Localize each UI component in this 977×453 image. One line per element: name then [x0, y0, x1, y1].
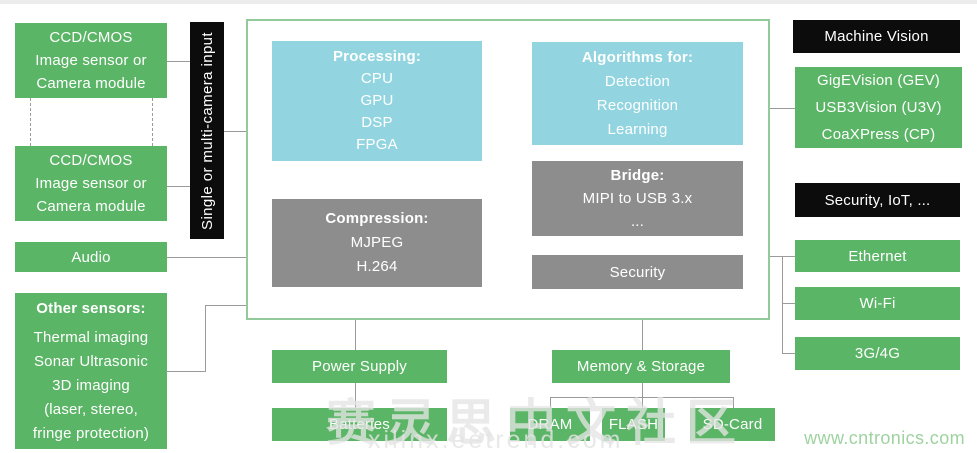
security-box: Security — [532, 255, 743, 289]
connector-wifi-branch — [782, 303, 795, 304]
top-edge-strip — [0, 0, 977, 4]
camera-module-box-2: CCD/CMOS Image sensor or Camera module — [15, 146, 167, 221]
connector-power-batteries — [355, 383, 356, 408]
connector-memory-trunk — [642, 383, 643, 397]
flash-box: FLASH — [602, 408, 665, 441]
connector-dram-drop — [550, 397, 551, 408]
power-supply-label: Power Supply — [312, 358, 407, 375]
compression-item-mjpeg: MJPEG — [350, 234, 404, 251]
interface-gigevision: GigEVision (GEV) — [817, 72, 940, 89]
compression-title: Compression: — [325, 210, 429, 227]
connector-camera1-bar — [167, 61, 190, 62]
batteries-label: Batteries — [329, 416, 390, 433]
algorithms-box: Algorithms for: Detection Recognition Le… — [532, 42, 743, 145]
machine-vision-header-label: Machine Vision — [824, 28, 929, 45]
cellular-label: 3G/4G — [854, 345, 901, 362]
wifi-label: Wi-Fi — [859, 295, 896, 312]
other-sensors-line2: Sonar Ultrasonic — [33, 352, 149, 370]
connector-flash-drop — [642, 397, 643, 408]
connector-main-memory — [642, 320, 643, 350]
bridge-box: Bridge: MIPI to USB 3.x ... — [532, 161, 743, 236]
connector-othersensors-v — [205, 305, 206, 372]
power-supply-box: Power Supply — [272, 350, 447, 383]
processing-item-cpu: CPU — [360, 70, 394, 87]
other-sensors-title: Other sensors: — [36, 299, 146, 317]
audio-box: Audio — [15, 242, 167, 272]
sdcard-box: SD-Card — [690, 408, 775, 441]
camera-input-bar-label: Single or multi-camera input — [198, 31, 216, 230]
processing-box: Processing: CPU GPU DSP FPGA — [272, 41, 482, 161]
algorithms-title: Algorithms for: — [581, 48, 694, 66]
other-sensors-line5: fringe protection) — [32, 424, 150, 442]
memory-storage-box: Memory & Storage — [552, 350, 730, 383]
flash-label: FLASH — [608, 416, 659, 433]
security-iot-header: Security, IoT, ... — [795, 183, 960, 217]
algorithms-item-learning: Learning — [607, 120, 668, 138]
interface-coaxpress: CoaXPress (CP) — [821, 126, 936, 143]
sdcard-label: SD-Card — [702, 416, 763, 433]
algorithms-item-recognition: Recognition — [596, 96, 679, 114]
cellular-box: 3G/4G — [795, 337, 960, 370]
compression-item-h264: H.264 — [356, 258, 398, 275]
bridge-item-more: ... — [630, 213, 645, 230]
dram-box: DRAM — [510, 408, 590, 441]
bridge-item-mipi: MIPI to USB 3.x — [582, 190, 693, 207]
processing-title: Processing: — [332, 48, 422, 65]
connector-bar-main — [224, 131, 246, 132]
camera1-line1: CCD/CMOS — [49, 29, 133, 46]
camera-module-box-1: CCD/CMOS Image sensor or Camera module — [15, 23, 167, 98]
connector-memory-branch-bar — [550, 397, 733, 398]
camera2-line1: CCD/CMOS — [49, 152, 133, 169]
dashed-connector-right — [152, 98, 153, 146]
interface-usb3vision: USB3Vision (U3V) — [815, 99, 942, 116]
camera1-line2: Image sensor or — [35, 52, 147, 69]
camera1-line3: Camera module — [36, 75, 146, 92]
batteries-box: Batteries — [272, 408, 447, 441]
watermark-corner-site: www.cntronics.com — [804, 428, 965, 448]
algorithms-item-detection: Detection — [604, 72, 671, 90]
other-sensors-line4: (laser, stereo, — [44, 400, 138, 418]
connector-connectivity-trunk — [782, 256, 783, 353]
camera2-line3: Camera module — [36, 198, 146, 215]
wifi-box: Wi-Fi — [795, 287, 960, 320]
connector-audio-main — [167, 257, 246, 258]
processing-item-gpu: GPU — [360, 92, 394, 109]
connector-othersensors-h1 — [166, 371, 205, 372]
processing-item-dsp: DSP — [361, 114, 393, 131]
machine-vision-interfaces-box: GigEVision (GEV) USB3Vision (U3V) CoaXPr… — [795, 67, 962, 148]
audio-label: Audio — [71, 248, 111, 266]
dashed-connector-left — [30, 98, 31, 146]
connector-main-power — [355, 320, 356, 350]
compression-box: Compression: MJPEG H.264 — [272, 199, 482, 287]
other-sensors-box: Other sensors: Thermal imaging Sonar Ult… — [15, 293, 167, 449]
security-label: Security — [609, 263, 666, 281]
connector-cellular-branch — [782, 353, 795, 354]
connector-sdcard-drop — [733, 397, 734, 408]
other-sensors-line1: Thermal imaging — [33, 328, 149, 346]
memory-storage-label: Memory & Storage — [576, 358, 706, 375]
connector-camera2-bar — [167, 186, 190, 187]
machine-vision-header: Machine Vision — [793, 20, 960, 53]
ethernet-box: Ethernet — [795, 240, 960, 272]
other-sensors-line3: 3D imaging — [52, 376, 130, 394]
ethernet-label: Ethernet — [848, 247, 907, 265]
bridge-title: Bridge: — [610, 167, 665, 184]
camera-input-bar: Single or multi-camera input — [190, 22, 224, 239]
processing-item-fpga: FPGA — [356, 136, 398, 153]
connector-main-gige — [770, 108, 795, 109]
dram-label: DRAM — [527, 416, 573, 433]
connector-othersensors-h2 — [205, 305, 246, 306]
camera2-line2: Image sensor or — [35, 175, 147, 192]
security-iot-header-label: Security, IoT, ... — [824, 191, 931, 209]
